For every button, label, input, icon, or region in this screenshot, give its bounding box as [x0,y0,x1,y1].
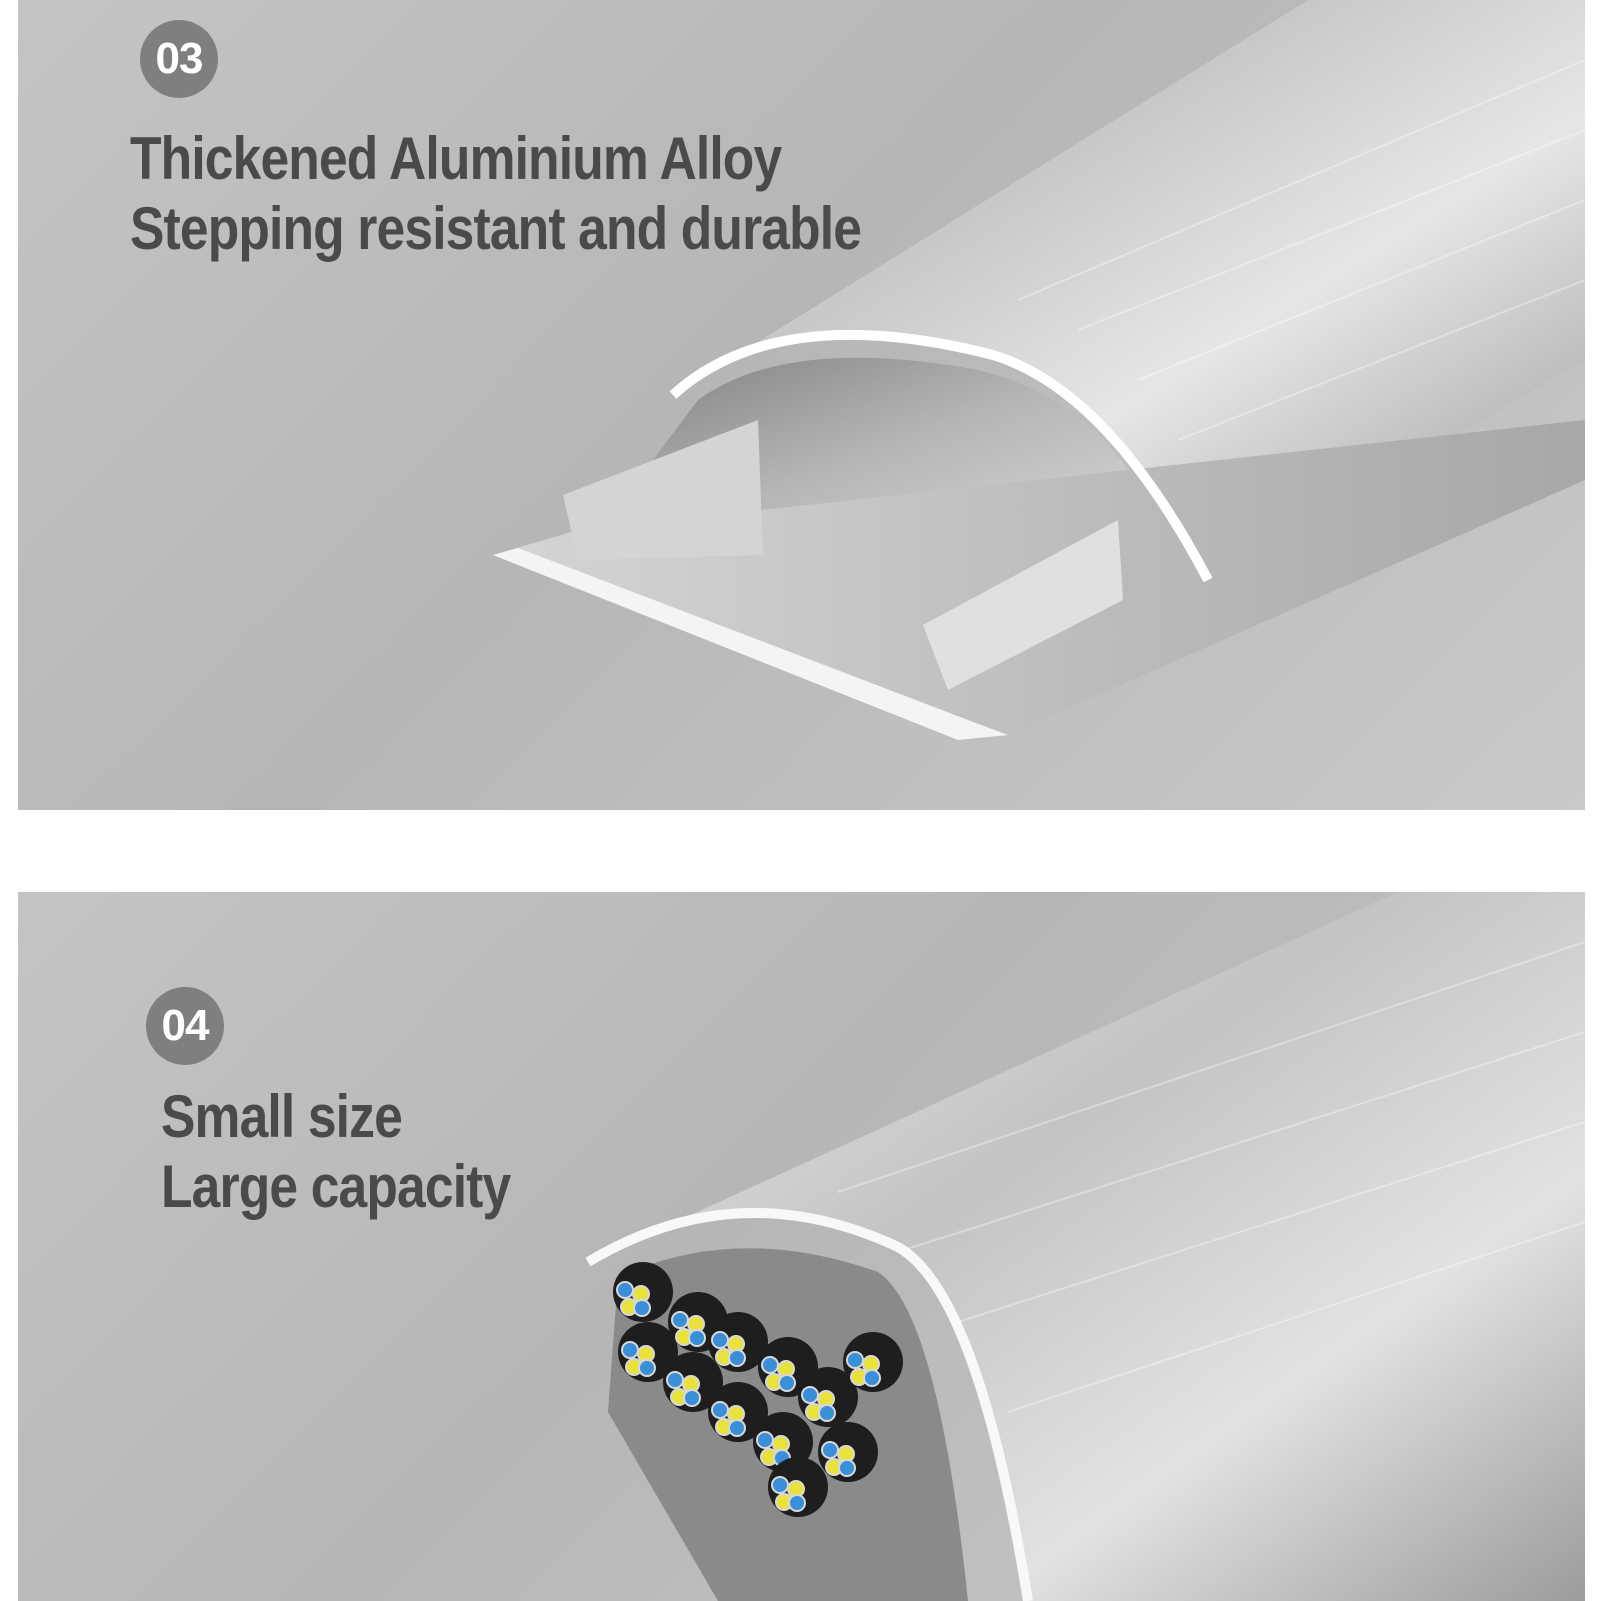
conductor [621,1341,639,1359]
conductor [638,1359,656,1377]
conductor [818,1404,836,1422]
conductor [771,1476,789,1494]
conductor [838,1459,856,1477]
right-inner-wall [923,520,1123,690]
conductor [863,1369,881,1387]
headline-line-1: Thickened Aluminium Alloy [130,125,782,192]
feature-panel-03: 03 Thickened Aluminium Alloy Stepping re… [18,0,1585,810]
conductor [711,1331,729,1349]
headline-line-1: Small size [161,1083,403,1150]
conductor [711,1401,729,1419]
conductor [728,1349,746,1367]
feature-headline: Small size Large capacity [161,1082,511,1222]
cable-bundle [613,1262,903,1517]
cable-cover-with-cables-illustration [585,892,1585,1601]
conductor [683,1389,701,1407]
conductor [616,1281,634,1299]
shell-surface [588,892,1585,1601]
left-inner-wall [563,420,763,560]
conductor [778,1374,796,1392]
headline-line-2: Stepping resistant and durable [130,195,862,262]
conductor [688,1329,706,1347]
conductor [801,1386,819,1404]
step-number-badge: 03 [140,20,218,98]
conductor [666,1371,684,1389]
feature-panel-04: 04 Small size Large capacity [18,892,1585,1601]
conductor [761,1356,779,1374]
conductor [788,1494,806,1512]
conductor [846,1351,864,1369]
shell-top-surface [673,0,1585,580]
conductor [633,1299,651,1317]
conductor [728,1419,746,1437]
feature-headline: Thickened Aluminium Alloy Stepping resis… [130,124,862,264]
conductor [821,1441,839,1459]
step-number-badge: 04 [146,987,224,1065]
conductor [671,1311,689,1329]
aluminium-cable-cover-illustration [493,0,1585,740]
headline-line-2: Large capacity [161,1153,511,1220]
conductor [756,1431,774,1449]
